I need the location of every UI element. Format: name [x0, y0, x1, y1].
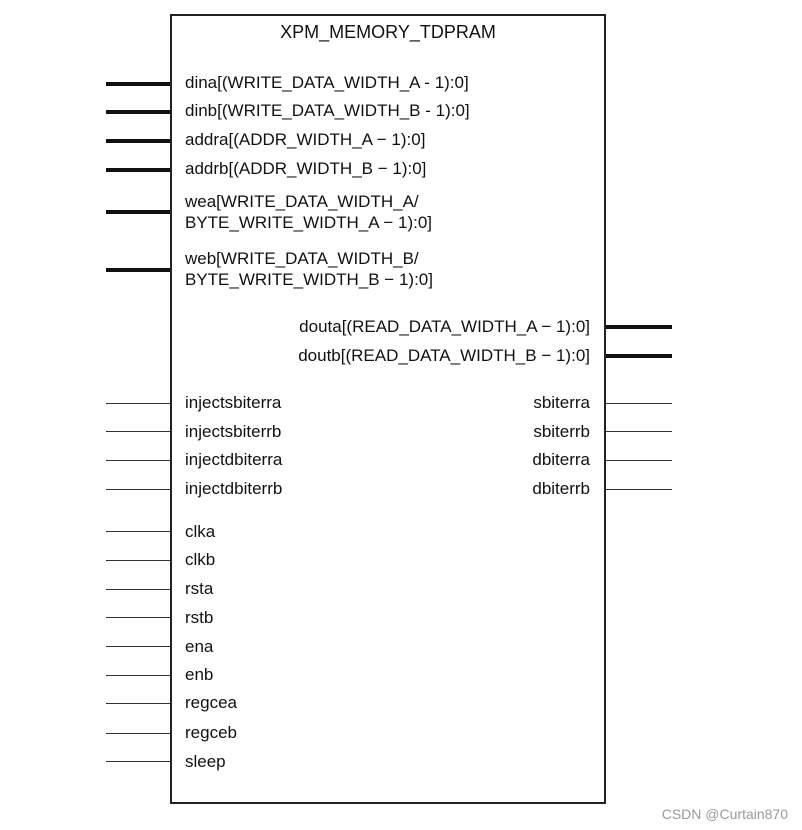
port-label-sleep: sleep: [185, 752, 226, 771]
port-wire-injectsbiterrb: [106, 431, 170, 432]
port-wire-dina: [106, 82, 170, 86]
port-label-rsta: rsta: [185, 579, 214, 598]
port-label-ena: ena: [185, 637, 214, 656]
port-wire-doutb: [606, 354, 672, 358]
port-wire-regcea: [106, 703, 170, 704]
port-wire-wea: [106, 210, 170, 214]
port-label-regcea: regcea: [185, 693, 237, 712]
port-wire-sbiterrb: [606, 431, 672, 432]
port-label-sbiterrb: sbiterrb: [533, 422, 590, 441]
port-label-clka: clka: [185, 522, 216, 541]
port-wire-clka: [106, 531, 170, 532]
port-wire-injectdbiterra: [106, 460, 170, 461]
port-label-enb: enb: [185, 665, 214, 684]
port-label-dbiterra: dbiterra: [532, 450, 590, 469]
port-label-injectsbiterrb: injectsbiterrb: [185, 422, 282, 441]
port-wire-addra: [106, 139, 170, 143]
port-wire-douta: [606, 325, 672, 329]
module-block: [170, 14, 606, 804]
port-wire-rstb: [106, 617, 170, 618]
port-label-web-line1: web[WRITE_DATA_WIDTH_B/: [185, 249, 419, 268]
port-wire-regceb: [106, 733, 170, 734]
port-wire-rsta: [106, 589, 170, 590]
port-wire-dbiterra: [606, 460, 672, 461]
port-label-injectdbiterra: injectdbiterra: [185, 450, 283, 469]
port-label-addrb: addrb[(ADDR_WIDTH_B − 1):0]: [185, 159, 427, 178]
port-label-wea-line2: BYTE_WRITE_WIDTH_A − 1):0]: [185, 213, 433, 232]
watermark: CSDN @Curtain870: [661, 806, 788, 822]
port-label-doutb: doutb[(READ_DATA_WIDTH_B − 1):0]: [298, 346, 590, 365]
port-wire-sbiterra: [606, 403, 672, 404]
port-label-douta: douta[(READ_DATA_WIDTH_A − 1):0]: [299, 317, 590, 336]
port-wire-enb: [106, 675, 170, 676]
port-wire-clkb: [106, 560, 170, 561]
port-wire-web: [106, 268, 170, 272]
port-wire-injectdbiterrb: [106, 489, 170, 490]
port-label-web-line2: BYTE_WRITE_WIDTH_B − 1):0]: [185, 270, 433, 289]
port-label-rstb: rstb: [185, 608, 214, 627]
port-label-regceb: regceb: [185, 723, 237, 742]
port-wire-ena: [106, 646, 170, 647]
port-label-dbiterrb: dbiterrb: [532, 479, 590, 498]
port-wire-dinb: [106, 110, 170, 114]
port-label-clkb: clkb: [185, 550, 216, 569]
port-wire-dbiterrb: [606, 489, 672, 490]
module-title: XPM_MEMORY_TDPRAM: [280, 22, 496, 42]
port-label-injectdbiterrb: injectdbiterrb: [185, 479, 283, 498]
port-wire-addrb: [106, 168, 170, 172]
port-label-injectsbiterra: injectsbiterra: [185, 393, 282, 412]
port-label-dinb: dinb[(WRITE_DATA_WIDTH_B - 1):0]: [185, 101, 470, 120]
port-label-addra: addra[(ADDR_WIDTH_A − 1):0]: [185, 130, 426, 149]
port-label-dina: dina[(WRITE_DATA_WIDTH_A - 1):0]: [185, 73, 469, 92]
port-label-sbiterra: sbiterra: [533, 393, 590, 412]
port-wire-sleep: [106, 761, 170, 762]
port-label-wea-line1: wea[WRITE_DATA_WIDTH_A/: [185, 192, 419, 211]
port-wire-injectsbiterra: [106, 403, 170, 404]
